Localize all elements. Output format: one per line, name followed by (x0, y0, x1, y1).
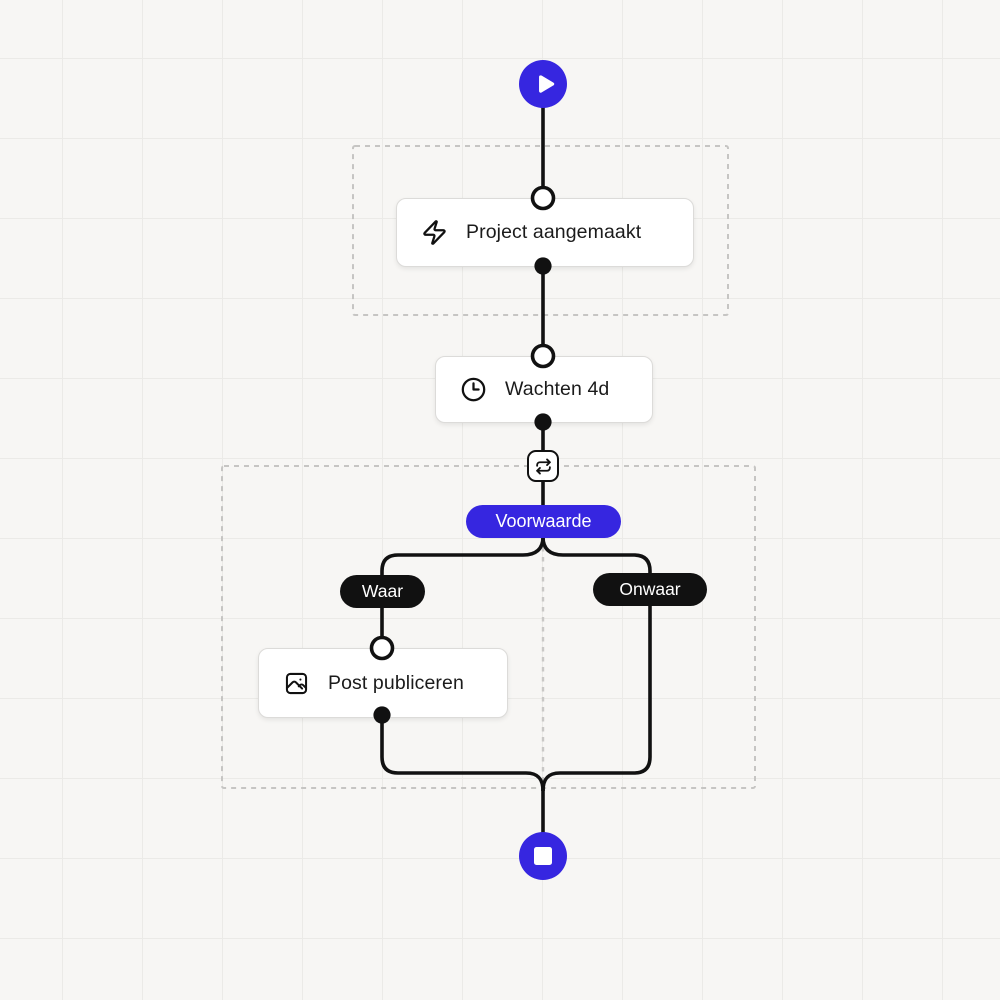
condition-node[interactable]: Voorwaarde (466, 505, 621, 538)
start-node[interactable] (519, 60, 567, 108)
trigger-node[interactable]: Project aangemaakt (396, 198, 694, 267)
play-icon (538, 75, 554, 93)
wait-node[interactable]: Wachten 4d (435, 356, 653, 423)
branch-true-label: Waar (361, 581, 404, 601)
action-node[interactable]: Post publiceren (258, 648, 508, 718)
edge-action-to-merge (380, 714, 545, 792)
branch-true-label-pill: Waar (340, 575, 425, 608)
condition-node-label: Voorwaarde (495, 511, 592, 531)
zap-icon (423, 220, 446, 245)
branch-false-label: Onwaar (619, 579, 681, 599)
swap-arrows-icon (535, 457, 551, 475)
condition-switch-node[interactable] (527, 450, 559, 482)
stop-icon (534, 847, 552, 865)
edge-branch-false (541, 536, 652, 792)
branch-false-label-pill: Onwaar (593, 573, 707, 606)
end-node[interactable] (519, 832, 567, 880)
edge-branch-true (380, 536, 545, 650)
edge-lines (380, 84, 652, 834)
action-node-label: Post publiceren (328, 671, 464, 694)
image-icon (285, 672, 308, 694)
condition-group-box (221, 465, 756, 789)
trigger-node-label: Project aangemaakt (466, 221, 642, 243)
clock-icon (461, 377, 486, 402)
wait-node-label: Wachten 4d (505, 378, 610, 400)
